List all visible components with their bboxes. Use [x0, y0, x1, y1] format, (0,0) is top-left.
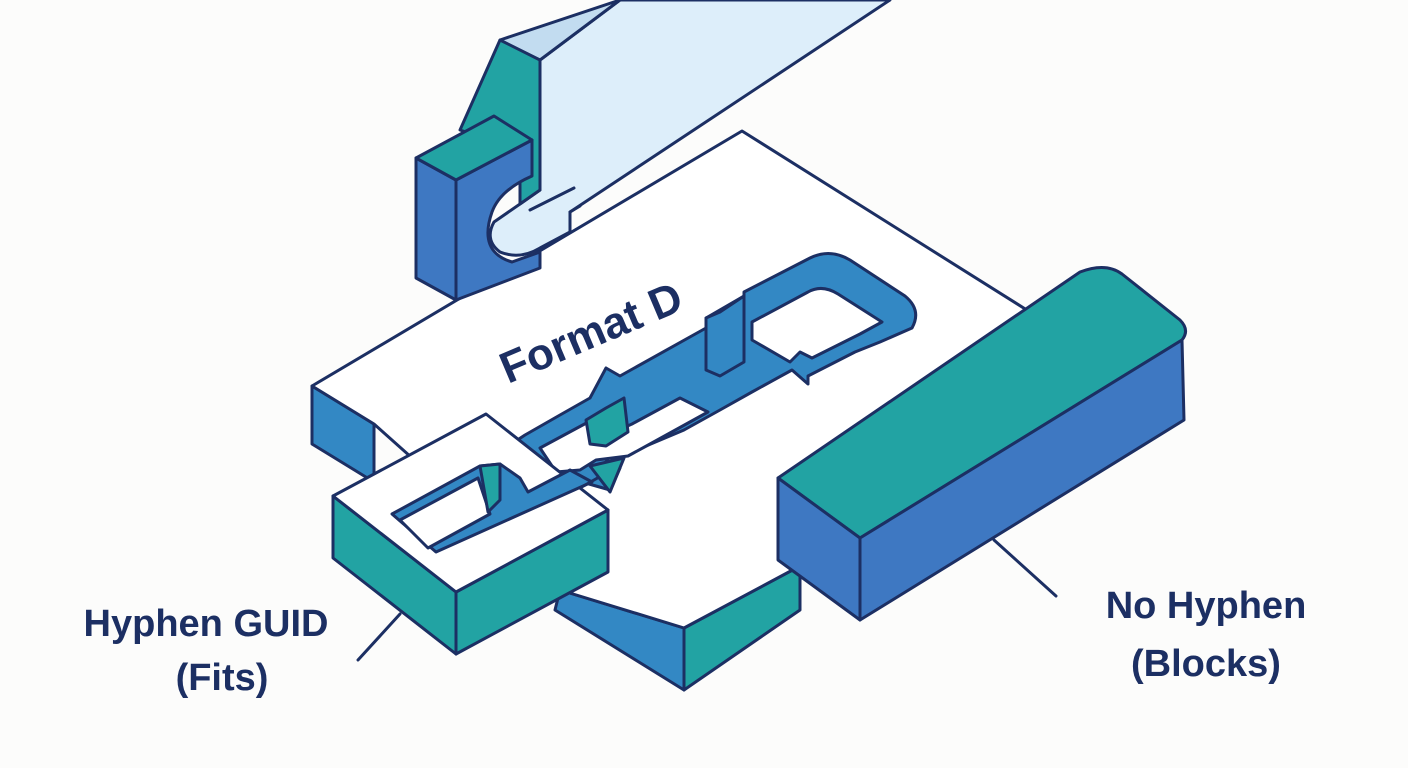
- groove-notch-2: [584, 396, 630, 448]
- blocks-callout-line: [992, 538, 1058, 598]
- key-arm-cube-left: [414, 156, 458, 302]
- key-arm-cube-top: [414, 114, 534, 182]
- groove-slot: [488, 252, 918, 492]
- blocker-right-face: [858, 338, 1186, 622]
- fits-callout-line: [356, 612, 402, 662]
- key-arm-edge-line: [568, 204, 582, 214]
- groove-notch-1: [704, 294, 746, 378]
- blocks-label-line2: (Blocks): [1131, 643, 1281, 685]
- fits-label-line2: (Fits): [176, 657, 269, 699]
- key-arm: [414, 0, 892, 302]
- key-arm-slot-line: [528, 186, 576, 212]
- key-arm-body: [488, 0, 892, 257]
- blocks-label-line1: No Hyphen: [1106, 585, 1307, 627]
- teal-key-cutout-floor: [398, 476, 492, 550]
- insert-arrow-icon: [578, 456, 626, 494]
- no-hyphen-block: [776, 266, 1187, 622]
- key-arm-cube-front: [454, 138, 542, 302]
- hyphen-guid-key: [331, 412, 610, 656]
- groove-floor: [750, 287, 884, 364]
- blocker-top: [776, 266, 1187, 540]
- fits-label-line1: Hyphen GUID: [84, 603, 329, 645]
- teal-key-cutout-wall: [478, 462, 502, 514]
